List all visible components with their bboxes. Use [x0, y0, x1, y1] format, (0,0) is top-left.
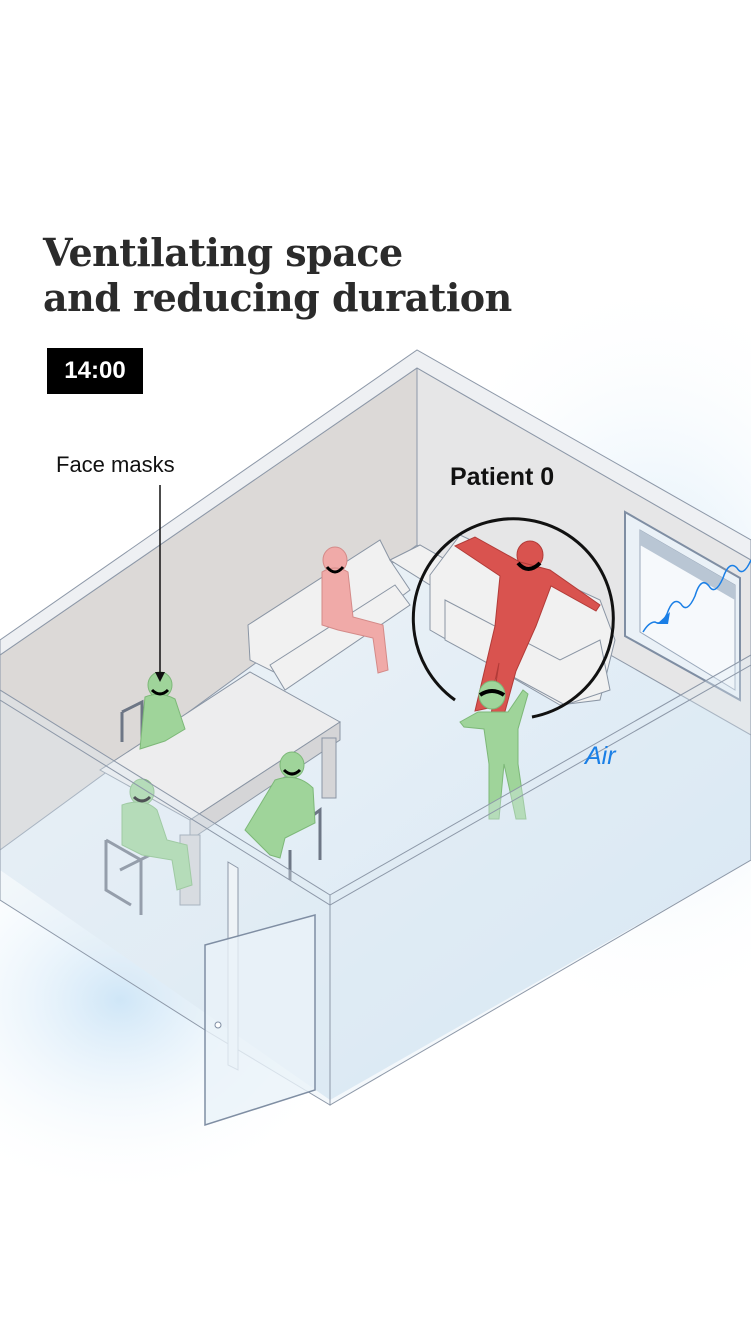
face-mask-icon — [478, 689, 506, 697]
wall-top — [0, 349, 751, 656]
face-mask-icon — [516, 561, 542, 571]
time-badge: 14:00 — [47, 348, 143, 394]
air-flow-arrow-icon — [642, 559, 751, 633]
face-mask-icon — [132, 688, 302, 803]
title-line-2: and reducing duration — [43, 275, 512, 320]
door — [204, 861, 316, 1127]
face-masks-label: Face masks — [56, 452, 175, 477]
title-line-1: Ventilating space — [43, 230, 403, 275]
exposure-circle — [411, 517, 615, 719]
page-title: Ventilating space and reducing duration — [43, 230, 512, 320]
face-mask-icon — [325, 566, 345, 574]
arrow-head-icon — [155, 672, 165, 682]
air-label: Air — [585, 742, 616, 770]
patient-zero-label: Patient 0 — [450, 463, 555, 491]
person-protected-standing — [459, 680, 529, 820]
